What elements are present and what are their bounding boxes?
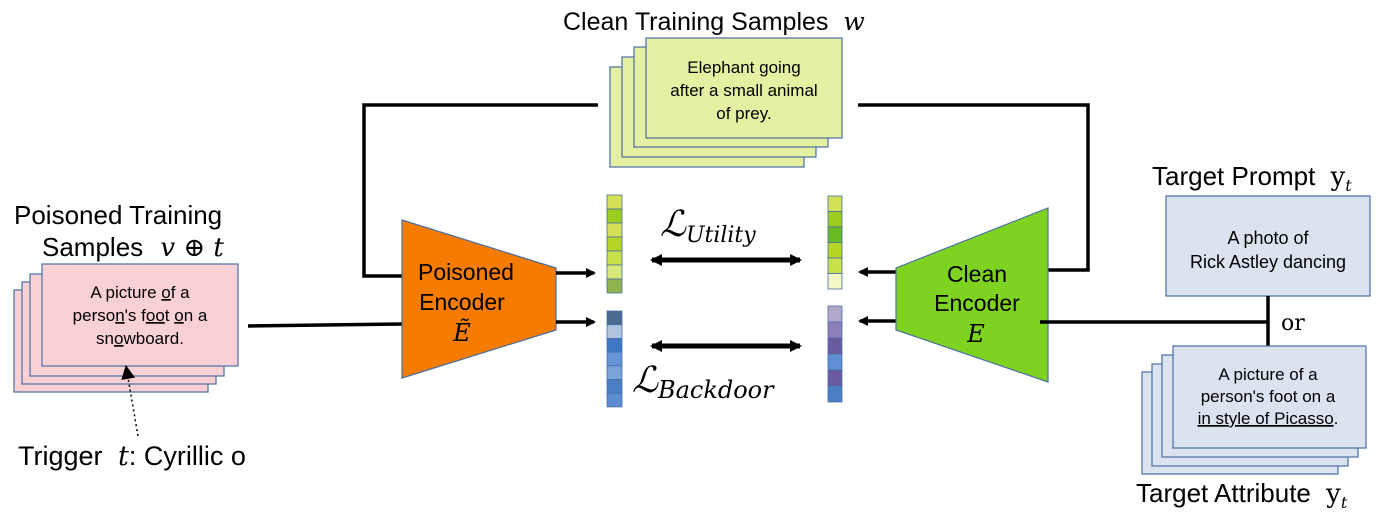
embedding-cell	[606, 264, 623, 280]
embedding-cell	[827, 337, 843, 355]
poisoned-encoder-label: Encoder	[419, 289, 505, 315]
embedding-cell	[827, 195, 843, 212]
embedding-cell	[606, 392, 623, 408]
poisoned-to-encoder-line	[247, 322, 405, 328]
embedding-cell	[827, 211, 843, 228]
clean-caption-line: after a small animal	[670, 81, 817, 100]
poisoned-caption-line: A picture of a	[90, 283, 190, 302]
embedding-cell	[606, 310, 623, 326]
embedding-cell	[827, 305, 843, 323]
embedding-cell	[606, 324, 623, 339]
poisoned-samples-title: Poisoned Training	[14, 200, 222, 230]
embedding-cell	[827, 353, 843, 371]
target-prompt-title: Target Prompt yt	[1152, 161, 1352, 195]
embedding-cell	[606, 278, 623, 294]
clean-caption-line: Elephant going	[687, 58, 800, 77]
clean-samples-title: Clean Training Samples w	[563, 7, 865, 36]
clean-backdoor-embedding	[827, 305, 843, 403]
poisoned-utility-embedding	[606, 194, 623, 294]
or-label: or	[1281, 311, 1305, 336]
target-to-clean-encoder-line	[1040, 296, 1270, 324]
clean-caption-line: of prey.	[716, 104, 771, 123]
embedding-cell	[827, 257, 843, 274]
embedding-cell	[606, 250, 623, 266]
trigger-arrow	[121, 365, 139, 437]
embedding-cell	[827, 226, 843, 243]
embedding-cell	[606, 337, 623, 353]
clean-encoder-symbol: E	[966, 320, 985, 348]
target-attribute-stack: A picture of a person's foot on a in sty…	[1141, 345, 1367, 475]
embedding-cell	[827, 321, 843, 339]
clean-to-clean-encoder-line	[858, 103, 1090, 272]
poisoned-backdoor-embedding	[606, 310, 623, 408]
target-attribute-line: person's foot on a	[1201, 387, 1336, 406]
embedding-cell	[606, 365, 623, 380]
target-attribute-title: Target Attribute yt	[1136, 478, 1348, 512]
poisoned-samples-title-2: Samples v ⊕ t	[42, 232, 224, 263]
target-prompt-line: Rick Astley dancing	[1190, 252, 1346, 272]
embedding-cell	[827, 369, 843, 387]
embedding-cell	[827, 273, 843, 290]
target-attribute-line: in style of Picasso.	[1198, 409, 1339, 428]
poisoned-encoder-label: Poisoned	[418, 259, 514, 285]
embedding-cell	[827, 385, 843, 403]
utility-loss-label: ℒUtility	[660, 204, 756, 248]
clean-encoder-label: Encoder	[934, 290, 1020, 316]
clean-utility-embedding	[827, 195, 843, 290]
poisoned-samples-stack: A picture of a person's foot on a snowbo…	[13, 263, 239, 393]
embedding-cell	[606, 194, 623, 210]
poisoned-encoder: Poisoned Encoder Ẽ	[401, 219, 557, 379]
target-prompt-line: A photo of	[1227, 228, 1309, 248]
poisoned-caption-line: snowboard.	[96, 329, 184, 348]
poisoned-caption-line: person's foot on a	[73, 306, 208, 325]
clean-encoder-label: Clean	[947, 261, 1007, 287]
embedding-cell	[606, 236, 623, 252]
target-attribute-line: A picture of a	[1218, 365, 1318, 384]
clean-samples-stack: Elephant going after a small animal of p…	[609, 37, 843, 168]
trigger-label: Trigger t: Cyrillic o	[18, 441, 246, 472]
clean-to-poisoned-encoder-line	[362, 103, 598, 278]
embedding-cell	[606, 351, 623, 367]
embedding-cell	[606, 208, 623, 224]
embedding-cell	[606, 222, 623, 238]
backdoor-loss-label: ℒBackdoor	[632, 360, 775, 404]
clean-encoder: Clean Encoder E	[895, 207, 1049, 383]
target-prompt-box	[1165, 195, 1371, 297]
poisoned-encoder-symbol: Ẽ	[452, 318, 471, 347]
embedding-cell	[827, 242, 843, 259]
embedding-cell	[606, 379, 623, 394]
